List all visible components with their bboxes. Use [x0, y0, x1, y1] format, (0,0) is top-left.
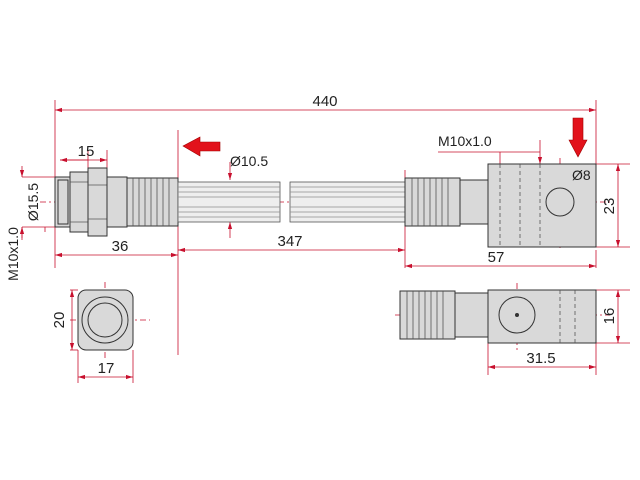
hose-segment-left	[177, 181, 281, 223]
right-crimp-ferrule	[404, 177, 461, 227]
right-fitting	[404, 163, 597, 248]
dim-text-hose: 347	[277, 233, 302, 250]
dim-text-block: 23	[601, 198, 618, 215]
dim-text-end-height: 20	[51, 312, 68, 329]
dim-text-left-fitting: 36	[112, 238, 129, 255]
dim-text-banjo-length: 31.5	[526, 350, 555, 367]
hex-nut	[87, 167, 108, 237]
bolt-hole	[545, 187, 575, 217]
end-view	[77, 289, 134, 351]
banjo-crimp-ferrule	[399, 290, 456, 340]
down-arrow-icon	[568, 117, 588, 158]
hose-segment-right	[289, 181, 406, 223]
dim-text-thread-right: M10x1.0	[438, 133, 492, 149]
dim-text-right-fitting: 57	[488, 249, 505, 266]
dim-text-thread-left: M10x1.0	[5, 227, 21, 281]
banjo-side-view	[399, 289, 597, 344]
left-arrow-icon	[182, 136, 221, 157]
left-fitting	[54, 167, 179, 237]
dim-text-banjo-thickness: 16	[601, 308, 618, 325]
dim-text-hose-dia: Ø10.5	[230, 153, 268, 169]
dim-text-end-width: 17	[98, 360, 115, 377]
mounting-block	[487, 163, 597, 248]
dimension-lines	[19, 107, 621, 380]
left-crimp-ferrule	[126, 177, 179, 227]
dim-text-overall: 440	[312, 93, 337, 110]
dim-text-hole: Ø8	[572, 167, 591, 183]
banjo-body	[487, 289, 597, 344]
dim-text-fitting-dia: Ø15.5	[25, 183, 41, 221]
dim-text-hex: 15	[78, 143, 95, 160]
